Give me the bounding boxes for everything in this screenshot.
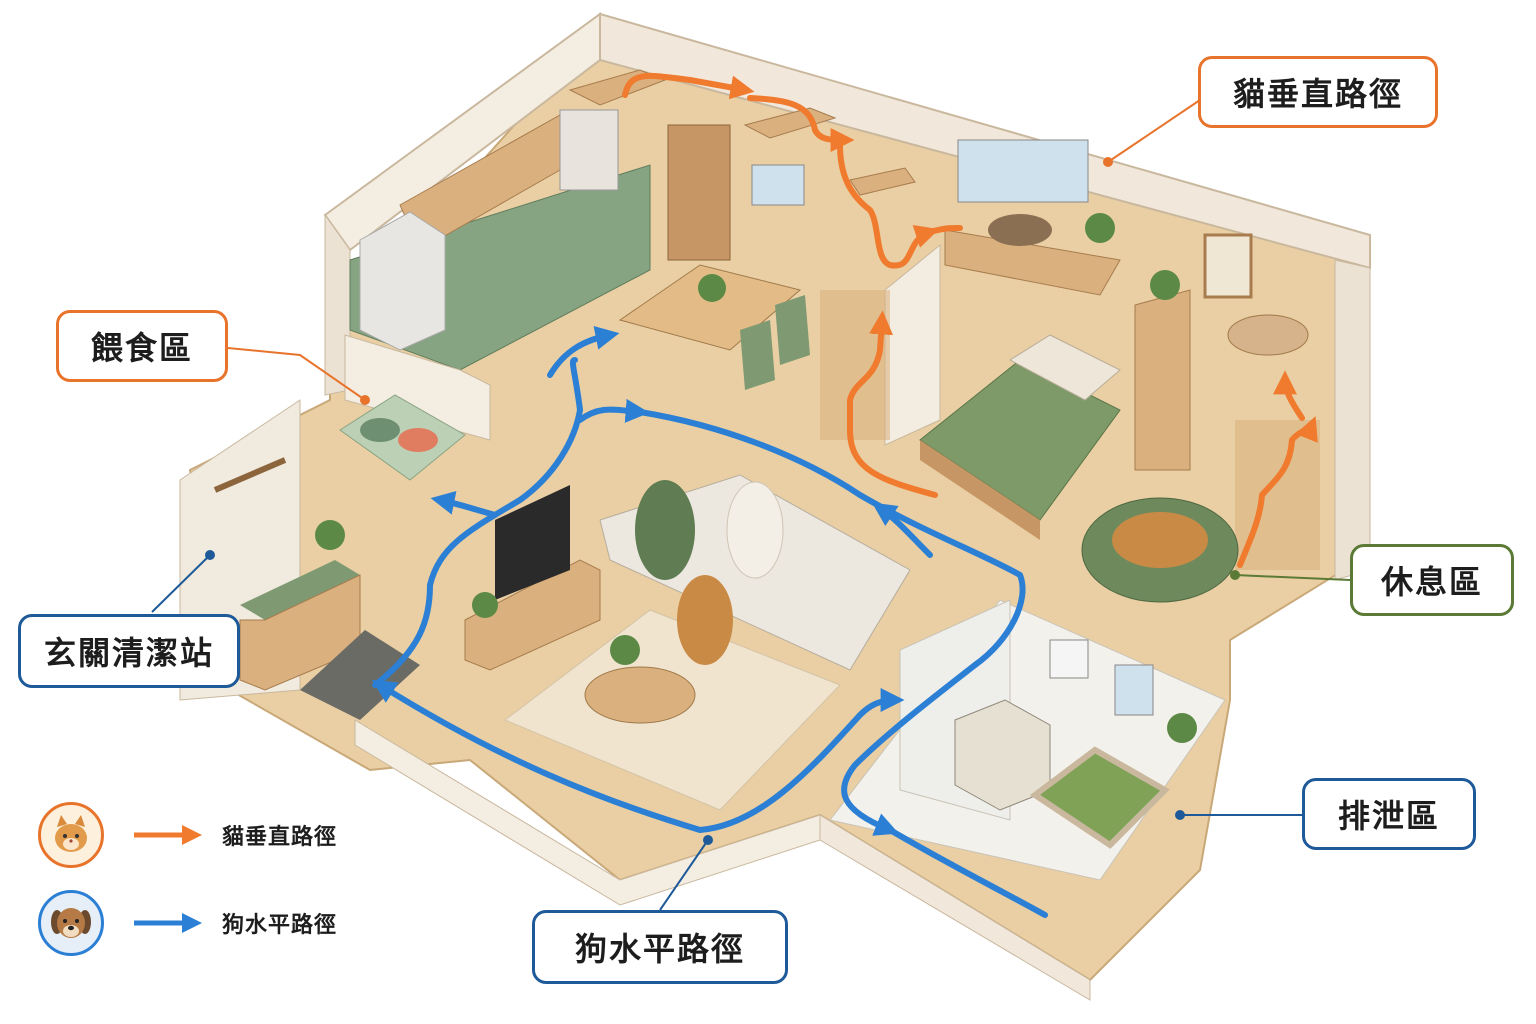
right-outer-wall xyxy=(1334,259,1371,581)
leader-dot xyxy=(205,550,215,560)
cat-path-segment xyxy=(622,72,755,100)
tv xyxy=(495,485,570,600)
callout-rest-area: 休息區 xyxy=(1350,544,1514,616)
callout-label: 玄關清潔站 xyxy=(43,634,214,672)
dog-horizontal-path xyxy=(371,326,1048,918)
food-bowl xyxy=(360,418,400,442)
plant xyxy=(315,520,345,550)
leader-entry xyxy=(151,554,211,613)
window-kitchen xyxy=(751,164,805,206)
grass-potty xyxy=(1029,746,1170,849)
dog-sitting xyxy=(677,575,733,665)
water-bowl xyxy=(398,428,438,452)
front-door xyxy=(667,124,731,261)
callout-label: 貓垂直路徑 xyxy=(1232,75,1403,113)
plant xyxy=(1150,270,1180,300)
cat-stairs xyxy=(820,290,890,440)
cat-path-segment xyxy=(1273,370,1305,421)
cat-path-segment xyxy=(747,95,855,152)
callout-dog-horizontal-path: 狗水平路徑 xyxy=(532,910,788,984)
entry-mat xyxy=(300,630,420,720)
microwave xyxy=(559,109,619,191)
cat-path-segment xyxy=(837,142,940,269)
leader-dot xyxy=(360,395,370,405)
leader-feeding xyxy=(227,347,366,401)
dog-path-segment xyxy=(887,827,1048,918)
cat-face-icon xyxy=(38,802,104,868)
person-man xyxy=(635,480,695,580)
cat-path-segment xyxy=(847,310,938,498)
callout-cat-vertical-path: 貓垂直路徑 xyxy=(1198,56,1438,128)
cat-shelf-sleeping xyxy=(944,229,1121,296)
cat-vertical-path xyxy=(622,72,1318,568)
plant xyxy=(610,635,640,665)
cat-bed-high xyxy=(1227,314,1309,356)
legend-cat: 貓垂直路徑 xyxy=(38,802,337,868)
leader-cat-path xyxy=(1107,99,1201,163)
dog-path-segment xyxy=(547,326,620,378)
callout-label: 排泄區 xyxy=(1337,797,1440,835)
plant xyxy=(1167,713,1197,743)
wardrobe xyxy=(1134,289,1191,471)
dog-path-segment xyxy=(872,502,933,558)
dining-chair xyxy=(775,295,810,365)
plant xyxy=(1085,213,1115,243)
callout-label: 狗水平路徑 xyxy=(574,930,745,968)
fridge xyxy=(359,211,446,351)
dog-path-segment xyxy=(371,679,703,833)
entry-bench xyxy=(240,560,360,620)
legend-dog: 狗水平路徑 xyxy=(38,890,337,956)
callout-toilet-area: 排泄區 xyxy=(1302,778,1476,850)
cat-shelf xyxy=(849,167,916,196)
leader-dot xyxy=(1103,157,1113,167)
leader-dog-path xyxy=(659,839,709,911)
callout-label: 餵食區 xyxy=(90,329,193,367)
plant xyxy=(472,592,498,618)
person-woman xyxy=(726,481,784,579)
bed-pillows xyxy=(1009,334,1121,401)
dog-path-segment xyxy=(430,491,498,518)
bathroom-window xyxy=(1114,664,1154,716)
dog-path-segment xyxy=(637,409,1026,836)
orange-arrow-icon xyxy=(134,825,202,845)
cat-path-segment xyxy=(927,225,963,235)
leash-hook xyxy=(213,457,287,493)
exhaust-fan xyxy=(1049,639,1089,679)
leader-dot xyxy=(1230,570,1240,580)
dog-path-segment xyxy=(577,398,650,423)
sleeping-dog xyxy=(1112,512,1208,568)
cat-path-segment xyxy=(1237,416,1318,568)
kitchen-island-wall xyxy=(344,334,491,441)
callout-leaders xyxy=(151,99,1351,911)
legend-dog-label: 狗水平路徑 xyxy=(222,913,338,938)
leader-rest xyxy=(1234,574,1351,581)
leader-dot xyxy=(1175,810,1185,820)
callout-feeding-area: 餵食區 xyxy=(56,310,228,382)
coffee-table xyxy=(584,666,696,724)
sleeping-cat xyxy=(988,214,1052,246)
window-top xyxy=(957,139,1089,203)
blue-arrow-icon xyxy=(134,913,202,933)
dog-path-segment xyxy=(372,357,583,688)
dog-path-segment xyxy=(697,688,905,833)
dining-chair xyxy=(740,320,775,390)
dog-face-icon xyxy=(38,890,104,956)
leader-dot xyxy=(703,835,713,845)
bathroom-wall xyxy=(819,814,1091,1001)
wall-picture xyxy=(1203,233,1253,299)
bed-frame xyxy=(920,440,1040,540)
callout-label: 休息區 xyxy=(1380,563,1483,601)
legend-cat-label: 貓垂直路徑 xyxy=(222,825,338,850)
tv-stand xyxy=(464,559,601,671)
cat-shelf xyxy=(743,107,837,139)
callout-entry-cleaning-station: 玄關清潔站 xyxy=(18,614,240,688)
plant xyxy=(698,274,726,302)
dining-table xyxy=(618,264,802,351)
